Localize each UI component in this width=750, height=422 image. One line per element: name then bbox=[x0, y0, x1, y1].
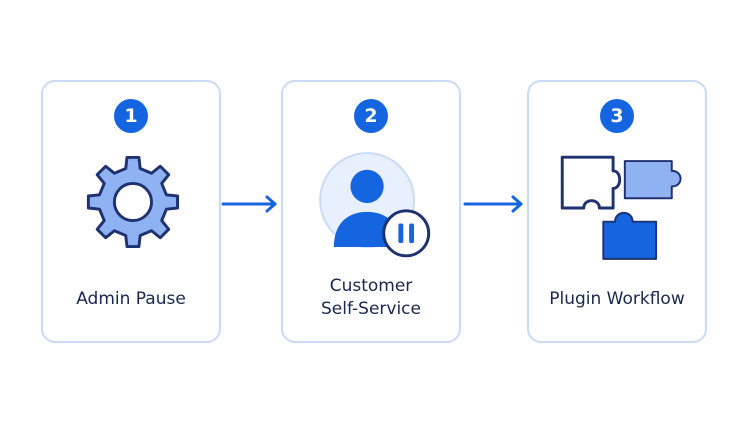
user-pause-icon bbox=[319, 152, 431, 258]
step-label: Admin Pause bbox=[76, 289, 186, 309]
gear-icon bbox=[86, 155, 179, 249]
step-label-line-1: Customer bbox=[329, 276, 413, 296]
step-label-line-2: Self-Service bbox=[321, 299, 421, 319]
arrow-right-icon bbox=[463, 195, 523, 213]
arrow-right-icon bbox=[221, 195, 277, 213]
step-number-badge: 1 bbox=[114, 99, 148, 133]
step-card-plugin-workflow: 3 Plugin Workflow bbox=[527, 80, 707, 343]
step-number-badge: 3 bbox=[600, 99, 634, 133]
step-card-admin-pause: 1 Admin Pause bbox=[41, 80, 221, 343]
step-label: Customer Self-Service bbox=[283, 275, 459, 321]
step-card-customer-self-service: 2 Customer Self-Service bbox=[281, 80, 461, 343]
step-number-badge: 2 bbox=[354, 99, 388, 133]
puzzle-pieces-icon bbox=[560, 155, 682, 260]
step-label: Plugin Workflow bbox=[549, 289, 685, 309]
